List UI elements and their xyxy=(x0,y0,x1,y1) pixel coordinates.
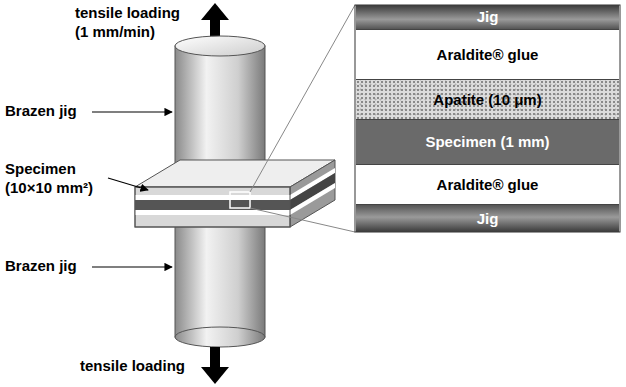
part-label: Brazen jig xyxy=(5,257,95,276)
specimen-plate xyxy=(135,160,335,227)
jig-layer: Jig xyxy=(356,5,619,30)
lower-jig xyxy=(175,215,265,347)
load-arrow xyxy=(201,347,229,384)
layer-label: Araldite® glue xyxy=(437,46,539,64)
inset-frame xyxy=(355,5,620,232)
part-label: Specimen (10×10 mm²) xyxy=(5,160,107,198)
load-label: tensile loading (1 mm/min) xyxy=(75,4,193,42)
load-arrow xyxy=(201,3,229,38)
pointer-arrow xyxy=(92,111,172,112)
pointer-arrow xyxy=(108,178,148,190)
glue-layer: Araldite® glue xyxy=(356,165,619,205)
specimen-layer: Specimen (1 mm) xyxy=(356,120,619,165)
jig-layer: Jig xyxy=(356,205,619,232)
layer-label: Apatite (10 μm) xyxy=(433,91,541,109)
glue-layer: Araldite® glue xyxy=(356,30,619,80)
layer-label: Jig xyxy=(477,210,499,228)
apatite-layer: Apatite (10 μm) xyxy=(356,80,619,120)
layer-label: Araldite® glue xyxy=(437,176,539,194)
part-label: Brazen jig xyxy=(5,102,95,121)
pointer-arrow xyxy=(92,266,172,267)
load-label: tensile loading xyxy=(80,357,205,376)
layer-label: Specimen (1 mm) xyxy=(425,133,549,151)
zoom-callout xyxy=(230,5,355,232)
upper-jig xyxy=(175,36,265,170)
layer-label: Jig xyxy=(477,8,499,26)
